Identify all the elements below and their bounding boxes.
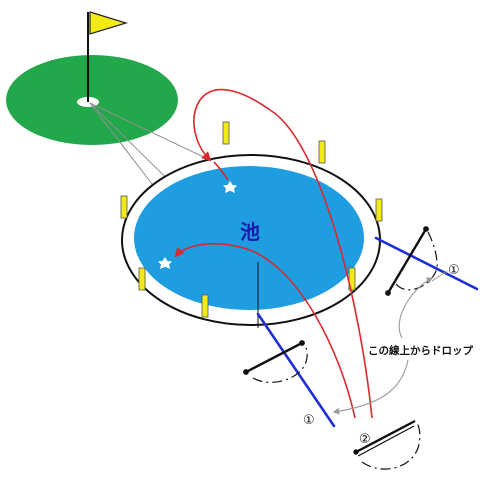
stake (222, 121, 230, 145)
ball-star-icon (223, 181, 237, 193)
flight-path-upper (193, 88, 373, 419)
relief-area-lower (243, 340, 308, 383)
stake (120, 195, 128, 219)
flag-icon (89, 11, 129, 35)
relief-area-bottom (353, 419, 421, 470)
drop-line-right (374, 236, 479, 291)
callout-arrows (332, 277, 434, 415)
marker-2: ② (359, 432, 371, 447)
stake (375, 198, 383, 222)
drop-lines (256, 236, 479, 428)
marker-1-upper: ① (448, 263, 460, 278)
ball-landing-marks (158, 181, 237, 269)
stake (318, 140, 326, 164)
flight-path-upper-cont (213, 161, 229, 181)
hazard-stakes (120, 121, 383, 318)
ball-flight-paths (174, 88, 373, 419)
stake (138, 267, 146, 291)
relief-area-right (385, 226, 438, 296)
pond-label: 池 (240, 220, 260, 244)
marker-pointer (431, 270, 448, 282)
marker-1-lower: ① (303, 413, 315, 428)
drop-line-lower (256, 312, 336, 428)
drop-instruction: この線上からドロップ (368, 344, 473, 357)
pond-water (134, 166, 364, 310)
flight-path-lower (174, 242, 356, 419)
ball-star-icon (158, 257, 172, 269)
stake (201, 294, 209, 318)
